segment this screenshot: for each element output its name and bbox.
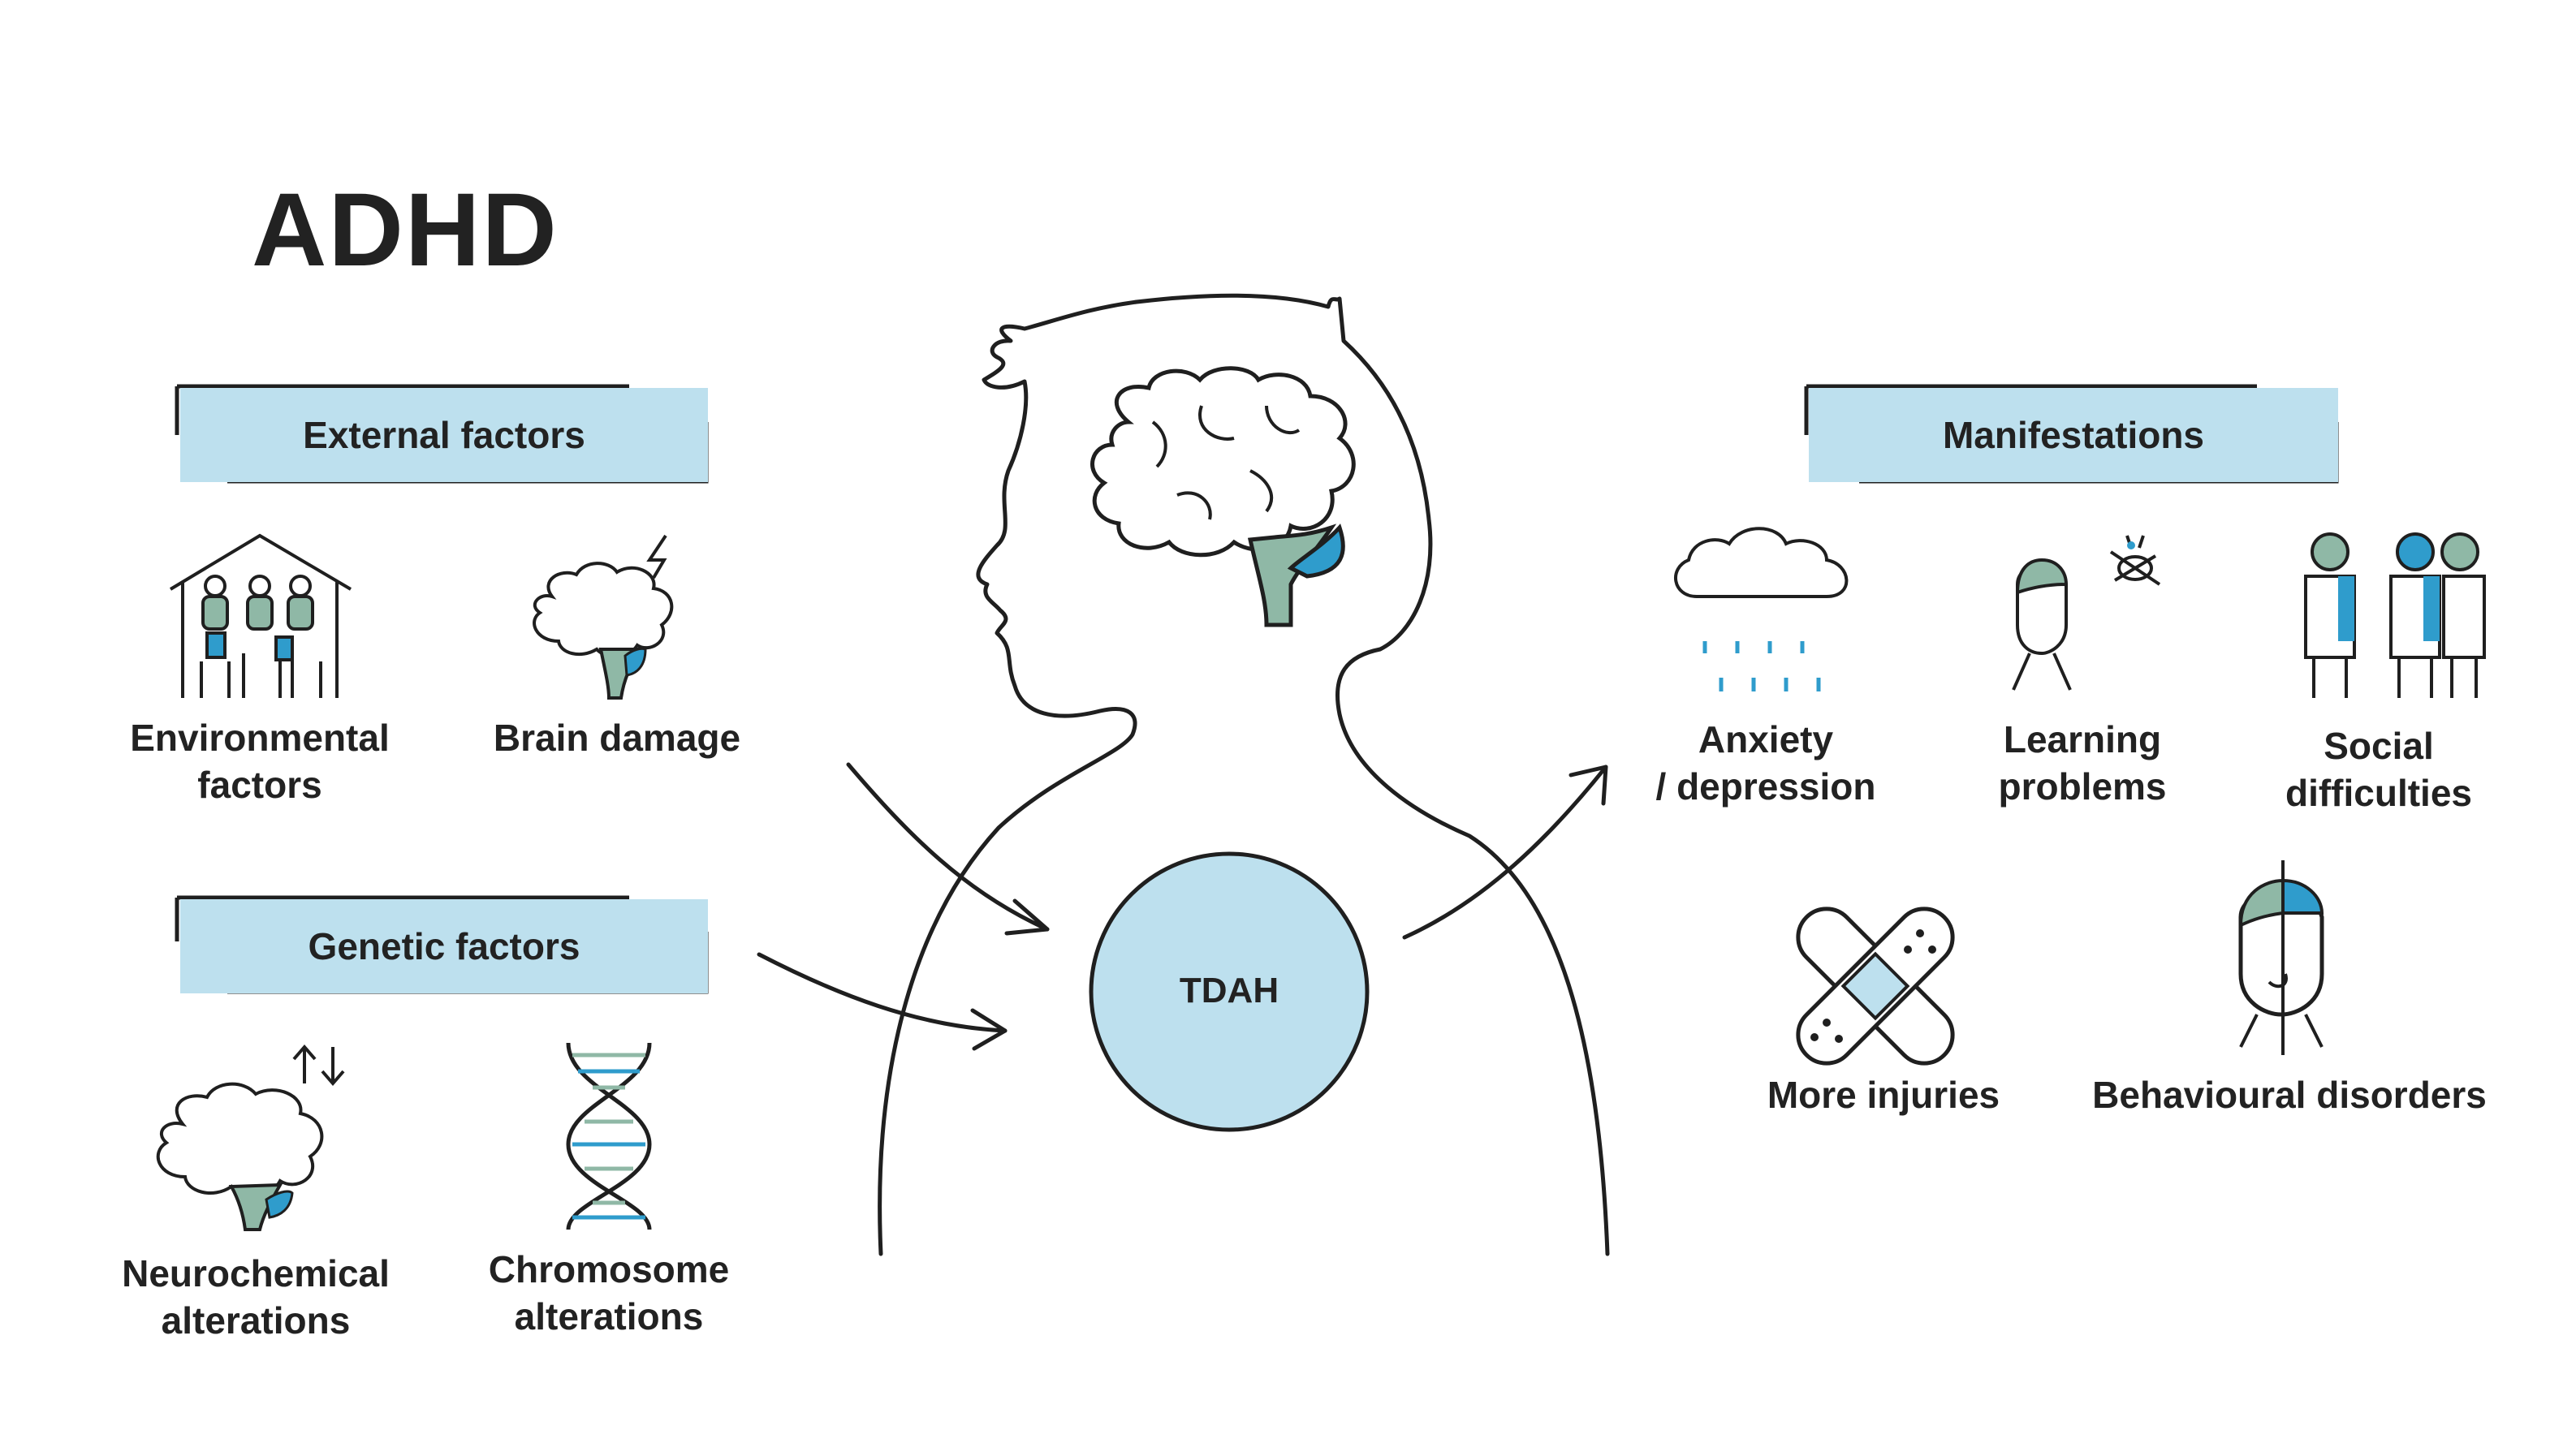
dna-icon <box>566 1042 652 1230</box>
tdah-circle <box>1089 851 1370 1132</box>
behavioural-disorders-caption: Behavioural disorders <box>2092 1074 2487 1116</box>
arrow-center-to-manifestations <box>1402 765 1608 940</box>
learning-problems-caption: Learning problems <box>1998 718 2167 808</box>
genetic-factors-heading: Genetic factors <box>180 899 708 993</box>
anxiety-caption: Anxiety / depression <box>1655 718 1876 808</box>
learning-head-icon <box>2012 535 2161 691</box>
neurochemical-caption: Neurochemical alterations <box>122 1252 390 1342</box>
social-difficulties-caption: Social difficulties <box>2285 725 2473 814</box>
page-title: ADHD <box>252 172 559 288</box>
arrow-external-to-center <box>846 762 1050 932</box>
social-people-icon <box>2304 532 2486 698</box>
genetic-factors-heading-text: Genetic factors <box>308 925 580 967</box>
arrow-genetic-to-center <box>757 952 1008 1033</box>
manifestations-heading: Manifestations <box>1809 388 2338 482</box>
environmental-factors-caption: Environmental factors <box>130 717 390 806</box>
house-people-icon <box>169 533 352 698</box>
chromosome-caption: Chromosome alterations <box>488 1248 730 1337</box>
external-factors-heading-text: External factors <box>303 414 585 456</box>
neurochemical-brain-icon <box>156 1044 345 1231</box>
brain-damage-caption: Brain damage <box>493 717 741 759</box>
arrowhead-external <box>1004 898 1050 936</box>
up-down-arrows-icon <box>292 1044 345 1087</box>
lightning-icon <box>646 534 667 579</box>
rain-cloud-icon <box>1674 527 1849 691</box>
more-injuries-caption: More injuries <box>1767 1074 2000 1116</box>
manifestations-heading-text: Manifestations <box>1942 414 2205 456</box>
child-silhouette <box>878 293 1610 1256</box>
arrowhead-genetic <box>970 1008 1008 1051</box>
tdah-label: TDAH <box>1179 971 1279 1010</box>
behaviour-head-icon <box>2238 860 2324 1055</box>
bandage-icon <box>1796 907 1955 1066</box>
head-brain-icon <box>1090 366 1356 627</box>
external-factors-heading: External factors <box>180 388 708 482</box>
arrows <box>757 762 1608 1051</box>
arrowhead-manifestations <box>1568 765 1608 806</box>
brain-damage-icon <box>533 534 674 700</box>
fly-icon <box>2109 535 2161 586</box>
